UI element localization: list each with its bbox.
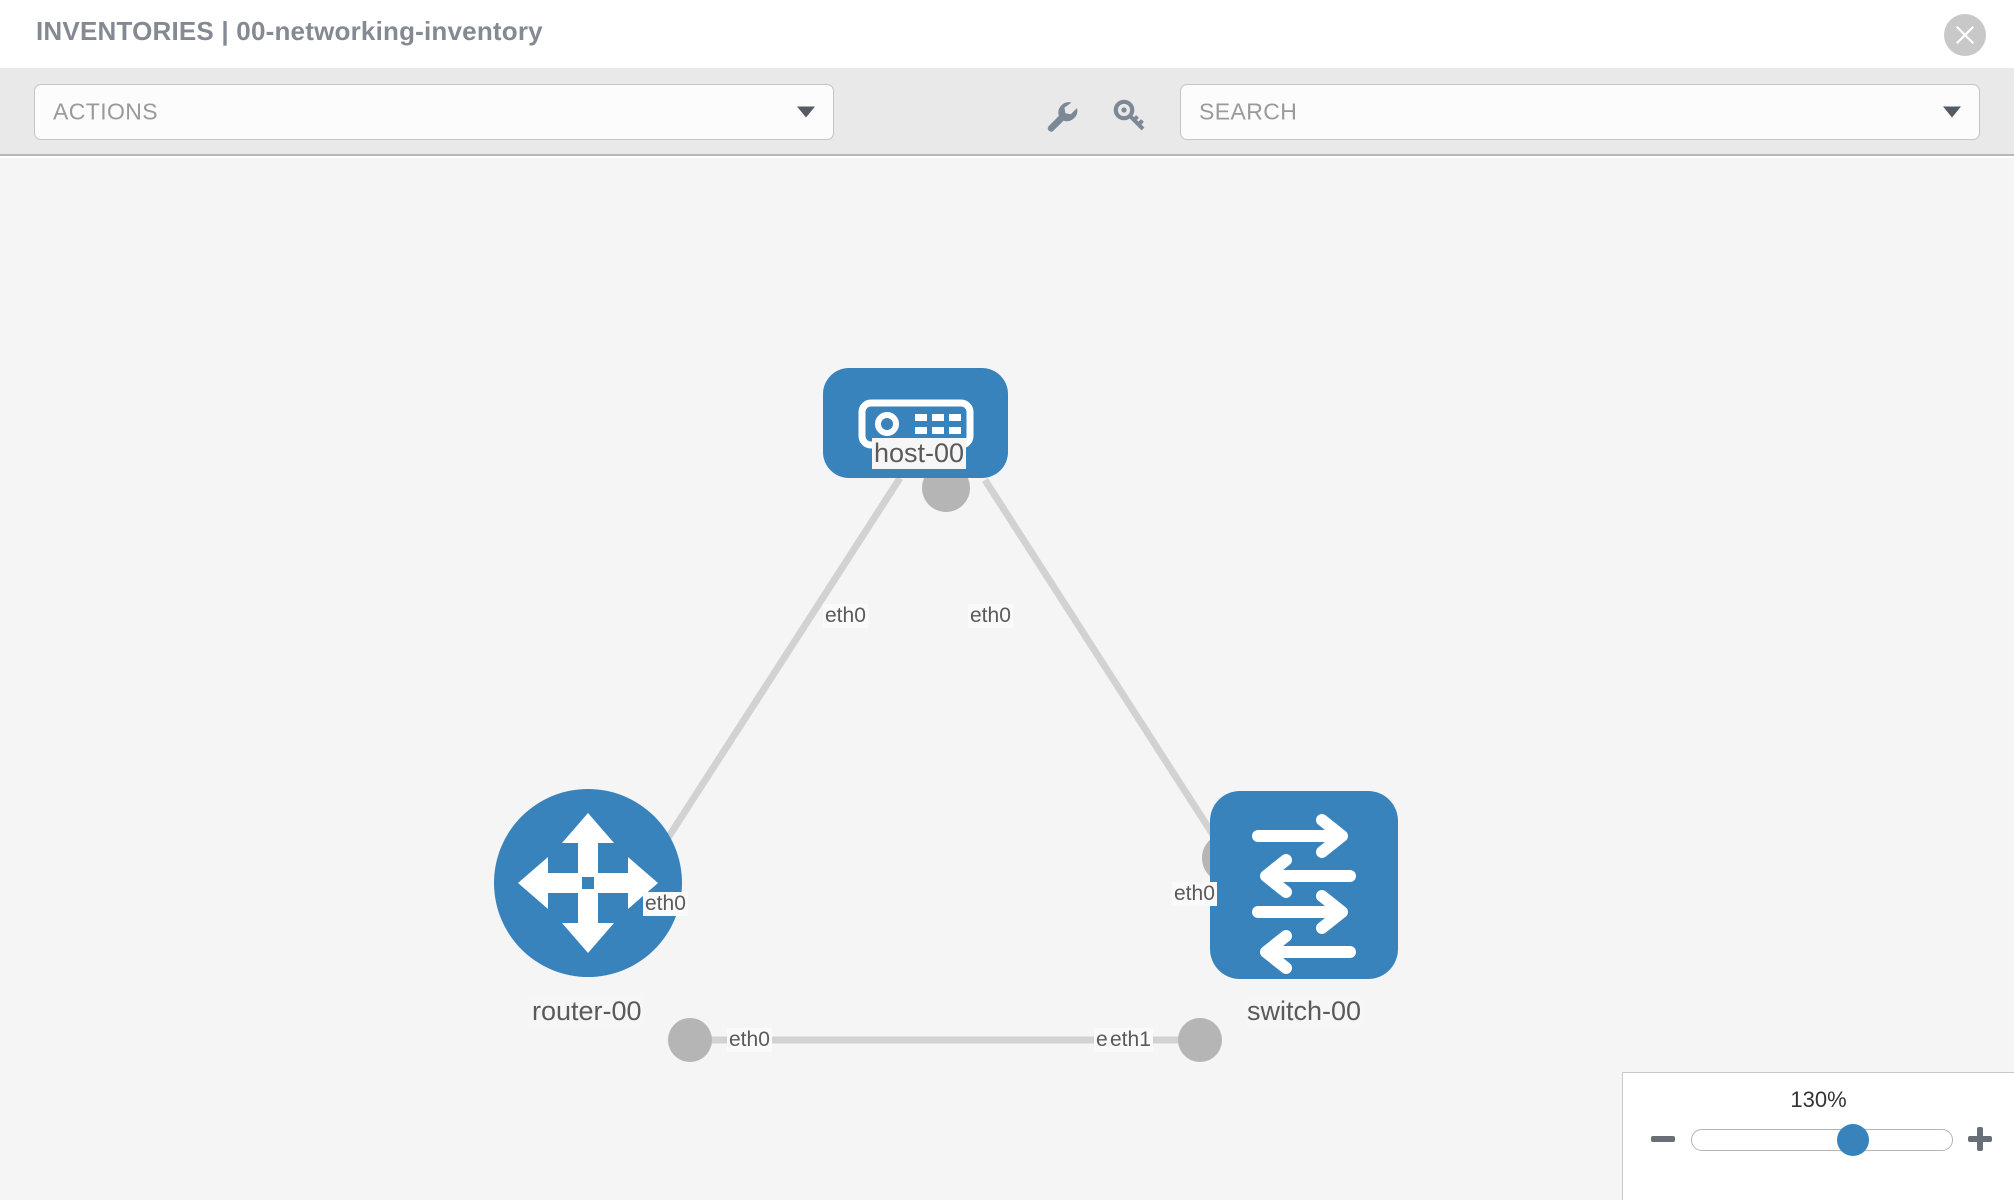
- node-label-router-00: router-00: [530, 996, 644, 1027]
- port-router-eth0[interactable]: [668, 1018, 712, 1062]
- iface-label-router-eth0-uplink: eth0: [643, 892, 688, 916]
- page-header: INVENTORIES | 00-networking-inventory: [0, 0, 2014, 68]
- wrench-icon[interactable]: [1042, 96, 1082, 136]
- chevron-down-icon: [797, 106, 815, 118]
- port-switch-eth1[interactable]: [1178, 1018, 1222, 1062]
- topology-canvas[interactable]: host-00 router-00 switch-00 eth0 eth0 et…: [0, 158, 2014, 1200]
- iface-label-router-eth0: eth0: [727, 1028, 772, 1052]
- actions-dropdown-label: ACTIONS: [53, 98, 159, 125]
- node-switch-00[interactable]: [1210, 791, 1398, 979]
- chevron-down-icon: [1943, 106, 1961, 118]
- switch-arrows-icon: [1252, 814, 1356, 974]
- close-icon[interactable]: [1944, 14, 1986, 56]
- search-input[interactable]: SEARCH: [1180, 84, 1980, 140]
- link-router-host[interactable]: [652, 476, 903, 860]
- node-label-host-00: host-00: [872, 438, 967, 469]
- zoom-control-panel: 130%: [1622, 1072, 2014, 1200]
- zoom-level-label: 130%: [1790, 1087, 1847, 1112]
- iface-label-host-eth0-right: eth0: [968, 604, 1013, 628]
- zoom-slider[interactable]: [1691, 1124, 1953, 1156]
- topology-links: [652, 476, 1231, 1044]
- iface-label-switch-eth0: eth0: [1172, 882, 1217, 906]
- iface-label-switch-eth1: eth1: [1108, 1028, 1153, 1052]
- minus-icon[interactable]: [1649, 1125, 1677, 1153]
- router-arrows-icon: [518, 813, 658, 953]
- toolbar: ACTIONS SEARCH: [0, 68, 2014, 156]
- iface-label-host-eth0-left: eth0: [823, 604, 868, 628]
- key-icon[interactable]: [1110, 96, 1150, 136]
- zoom-slider-thumb[interactable]: [1837, 1124, 1870, 1156]
- node-router-00-shape[interactable]: [494, 789, 682, 977]
- actions-dropdown[interactable]: ACTIONS: [34, 84, 834, 140]
- search-placeholder: SEARCH: [1199, 98, 1298, 125]
- node-label-switch-00: switch-00: [1245, 996, 1364, 1027]
- page-title: INVENTORIES | 00-networking-inventory: [36, 16, 543, 46]
- node-router-00[interactable]: [494, 789, 682, 977]
- link-host-switch[interactable]: [982, 478, 1231, 860]
- plus-icon[interactable]: [1966, 1125, 1994, 1153]
- topology-graph: [494, 368, 1398, 1062]
